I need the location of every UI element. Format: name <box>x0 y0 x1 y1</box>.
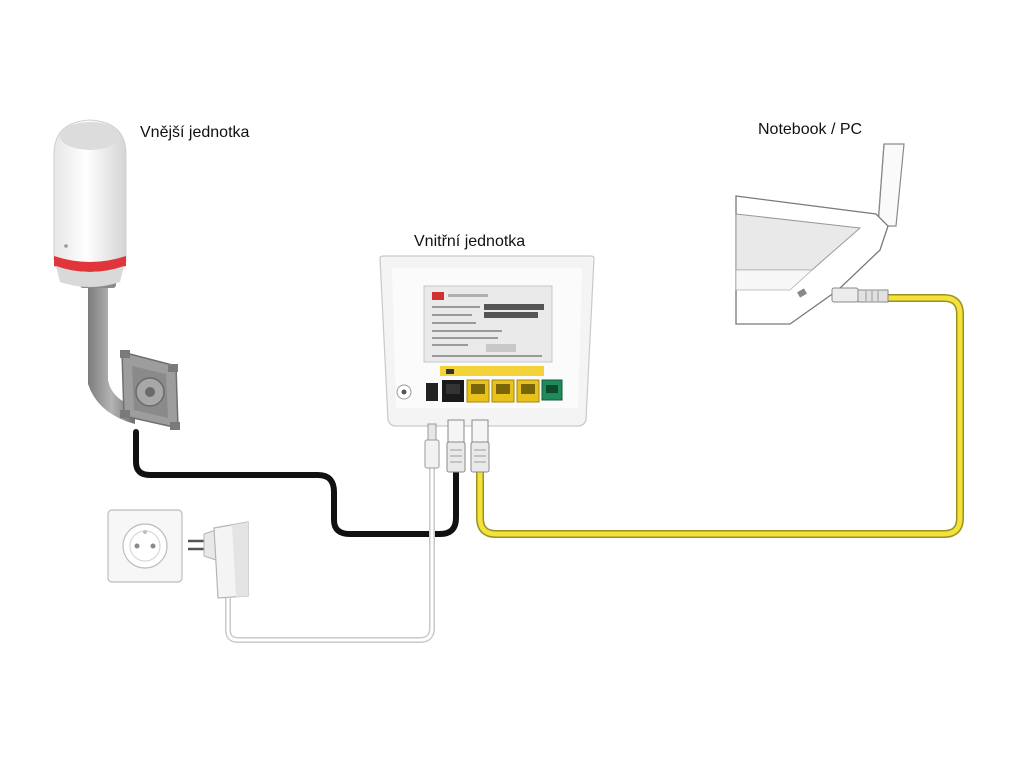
notebook-label: Notebook / PC <box>758 121 863 138</box>
laptop-rj45-connector <box>831 287 889 303</box>
laptop-icon <box>735 143 905 325</box>
power-cable <box>225 468 435 643</box>
yellow-lan-cable <box>476 294 964 538</box>
product-label <box>423 285 553 376</box>
outdoor-antenna-icon <box>53 119 135 424</box>
router-icon <box>379 255 595 427</box>
indoor-unit-label: Vnitřní jednotka <box>414 233 526 250</box>
rj45-connector-icon <box>446 419 466 473</box>
power-adapter-icon <box>188 521 249 599</box>
router-ports <box>396 379 563 403</box>
outdoor-unit-label: Vnější jednotka <box>140 124 250 141</box>
wall-mount-bracket-icon <box>120 350 180 430</box>
rj45-connector-lan <box>470 419 490 473</box>
wall-socket-icon <box>107 509 183 583</box>
black-ethernet-cable <box>133 429 459 537</box>
power-plug-connector <box>424 423 440 469</box>
